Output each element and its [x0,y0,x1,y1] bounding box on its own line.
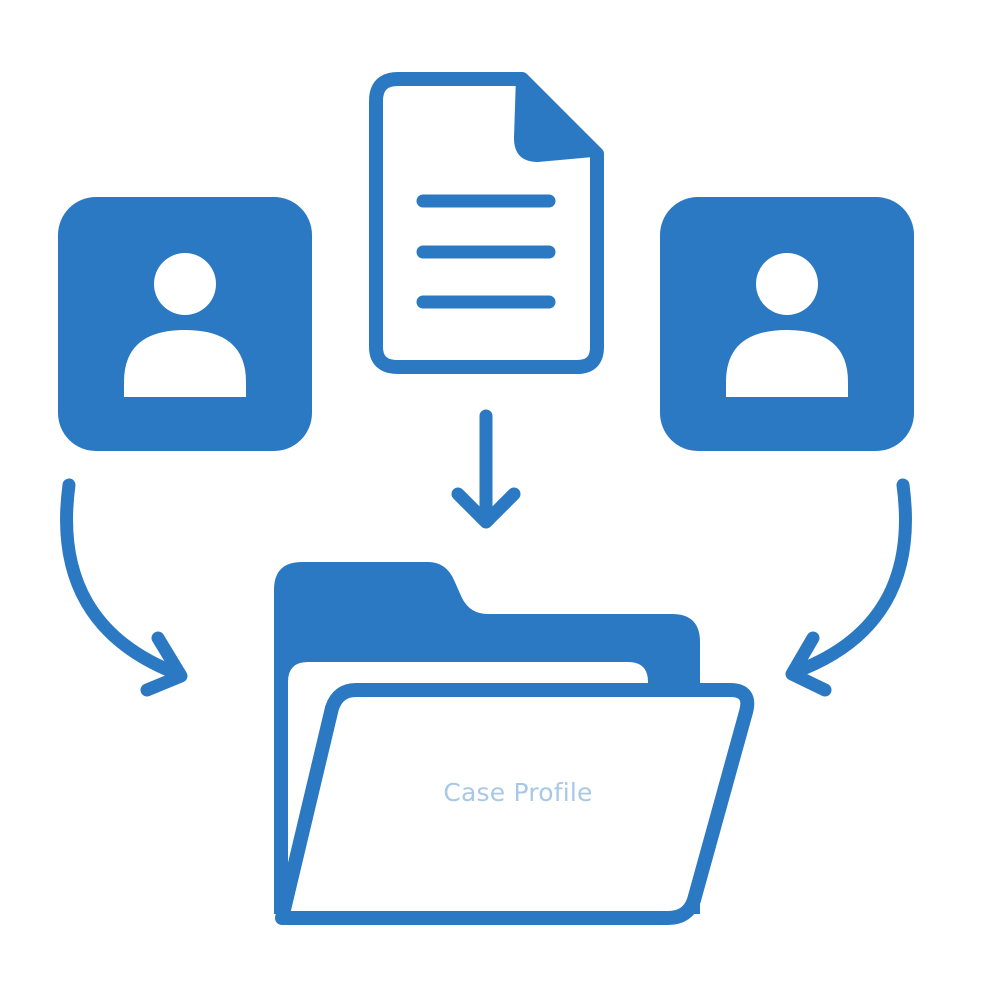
document-corner-fold [514,76,604,162]
left-arrow-head [140,631,188,697]
left-person-card-bg [58,197,312,451]
right-person-head [756,253,818,315]
left-arrow-curve [60,478,185,681]
right-person-card-icon [660,197,914,451]
left-curved-arrow-icon [60,478,188,697]
left-person-card-icon [58,197,312,451]
right-person-card-bg [660,197,914,451]
document-icon [369,72,604,374]
right-curved-arrow-icon [785,478,912,697]
folder-label: Case Profile [443,778,593,807]
arrow-down-icon [451,409,521,529]
arrow-down-head [451,487,521,529]
folder-front-cover [275,683,755,925]
left-person-head [154,253,216,315]
right-arrow-curve [788,478,912,679]
right-arrow-head [785,631,832,697]
right-person-body [726,330,848,397]
open-folder-icon [274,562,755,925]
left-person-body [124,330,246,397]
